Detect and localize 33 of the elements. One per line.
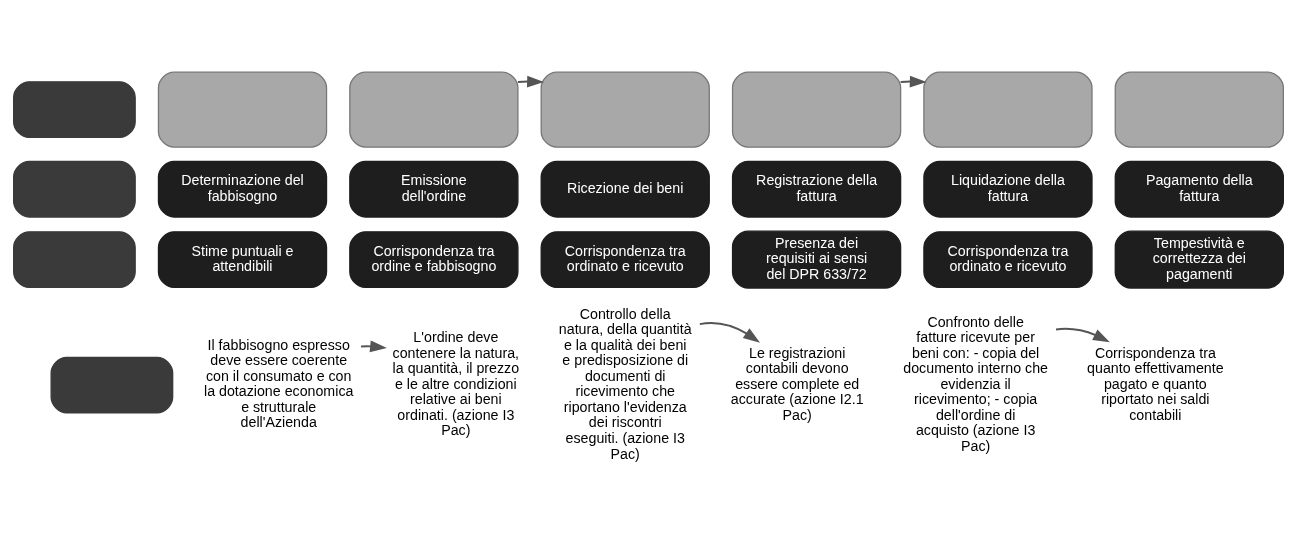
node-text: Il fabbisogno espresso deve essere coerente con il consumato e con la dotazione economica e strutturale dell'Azienda	[204, 336, 354, 431]
node-text: Confronto delle fatture ricevute per beni con: - copia del documento interno che evidenzia il ricevimento; - copia dell'ordine di acquisto (azione I3 Pac)	[903, 313, 1048, 454]
node-box: Emissione dell'ordine	[349, 160, 519, 218]
node-box	[349, 71, 519, 148]
arrow	[1055, 327, 1110, 343]
node-text: Controllo della natura, della quantità e la qualità dei beni e predisposizione di documenti di ricevimento che riportano l'evidenza dei riscontri eseguiti. (azione I3 Pac)	[558, 305, 692, 462]
node-box	[540, 71, 710, 148]
node-box	[1114, 71, 1284, 148]
node-box	[13, 160, 136, 218]
node-box: Corrispondenza tra ordinato e ricevuto	[923, 231, 1093, 289]
node-box: Stime puntuali e attendibili	[157, 231, 328, 289]
node-box: Presenza dei requisiti ai sensi del DPR 633/72	[731, 230, 902, 289]
arrow	[360, 340, 387, 353]
node-box: Registrazione della fattura	[731, 160, 902, 218]
node-box: Determinazione del fabbisogno	[157, 160, 328, 218]
node-box	[13, 81, 136, 139]
node-box: Ricezione dei beni	[540, 160, 710, 218]
node-text: L'ordine deve contenere la natura, la quantità, il prezzo e le altre condizioni relative ai beni ordinati. (azione I3 Pac)	[392, 329, 520, 439]
arrow	[899, 75, 927, 88]
node-box: Corrispondenza tra ordine e fabbisogno	[349, 231, 519, 289]
arrow	[698, 322, 761, 343]
node-box: Tempestività e correttezza dei pagamenti	[1114, 230, 1284, 289]
node-text: Corrispondenza tra quanto effettivamente pagato e quanto riportato nei saldi contabili	[1087, 344, 1224, 423]
node-text: Le registrazioni contabili devono essere complete ed accurate (azione I2.1 Pac)	[730, 344, 864, 423]
node-box	[731, 71, 902, 148]
node-box	[157, 71, 328, 148]
node-box: Liquidazione della fattura	[923, 160, 1093, 218]
node-box	[13, 231, 136, 289]
node-box: Corrispondenza tra ordinato e ricevuto	[540, 231, 710, 289]
node-box	[923, 71, 1093, 148]
node-box: Pagamento della fattura	[1114, 160, 1284, 218]
node-box	[50, 356, 174, 414]
arrow	[517, 75, 544, 88]
